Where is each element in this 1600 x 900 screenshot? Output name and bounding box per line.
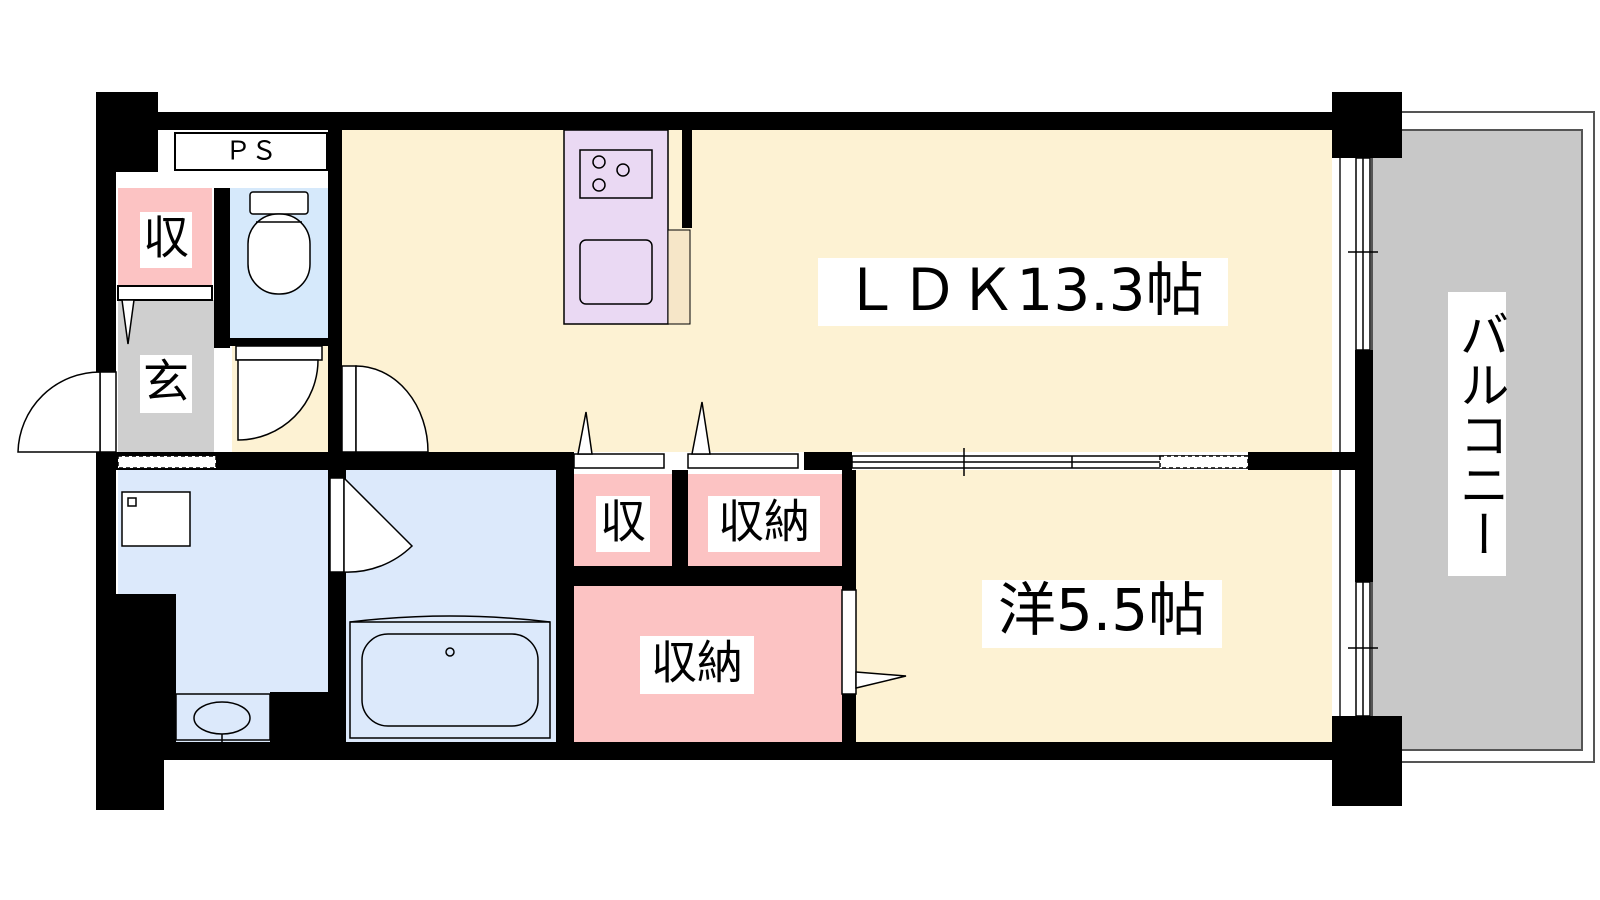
bathroom-door[interactable] bbox=[329, 476, 414, 573]
bedroom-closet-label: 収納 bbox=[651, 636, 743, 690]
western-room-label: 洋5.5帖 bbox=[998, 576, 1206, 644]
partition-dashed bbox=[117, 455, 1249, 469]
storage-doors[interactable] bbox=[573, 401, 799, 469]
hall-storage-small-label: 収 bbox=[600, 495, 646, 549]
stove-icon bbox=[579, 149, 653, 199]
balcony-label-group: バルコニー bbox=[1448, 292, 1510, 576]
bathtub-icon bbox=[349, 615, 551, 739]
western-label-group: 洋5.5帖 bbox=[982, 576, 1222, 648]
toilet-door[interactable] bbox=[235, 345, 323, 441]
ldk-label-group: ＬＤＫ13.3帖 bbox=[818, 256, 1228, 326]
washing-machine-icon bbox=[121, 491, 191, 547]
closet-door[interactable] bbox=[841, 589, 907, 695]
ps-label: ＰＳ bbox=[225, 137, 277, 167]
entrance-door[interactable] bbox=[17, 371, 117, 453]
ps-box bbox=[174, 132, 328, 171]
hall-storage-label-group: 収納 bbox=[708, 495, 820, 552]
hall-storage-small-label-group: 収 bbox=[596, 495, 650, 552]
entrance-label-group: 玄 bbox=[140, 355, 192, 413]
entrance-label: 玄 bbox=[143, 355, 189, 409]
entrance-fixtures bbox=[117, 285, 213, 345]
washbasin-icon bbox=[175, 693, 271, 742]
balcony bbox=[1339, 111, 1595, 763]
balcony-label: バルコニー bbox=[1452, 309, 1510, 559]
toilet-icon bbox=[247, 191, 311, 295]
entrance-storage-label: 収 bbox=[143, 211, 189, 265]
western-window bbox=[1348, 581, 1378, 717]
sink-icon bbox=[579, 239, 653, 305]
kitchen-counter bbox=[563, 129, 691, 325]
walls bbox=[96, 92, 1402, 810]
ldk-label: ＬＤＫ13.3帖 bbox=[842, 256, 1203, 324]
hall-storage-label: 収納 bbox=[718, 495, 810, 549]
entrance-storage-label-group: 収 bbox=[140, 211, 192, 268]
ldk-door[interactable] bbox=[341, 365, 429, 453]
ldk-window bbox=[1348, 157, 1378, 351]
sliding-door[interactable] bbox=[851, 448, 1249, 476]
bedroom-closet-label-group: 収納 bbox=[640, 636, 754, 694]
